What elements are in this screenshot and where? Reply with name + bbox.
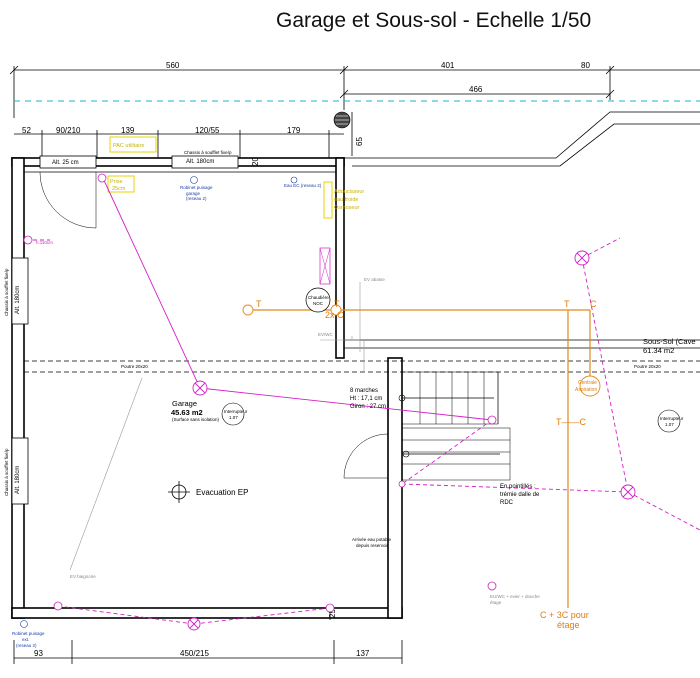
dim-90-210: 90/210	[56, 126, 81, 135]
c-label-1: C	[590, 299, 597, 309]
electrical-network	[23, 173, 700, 631]
aspiration-note-1: Arrivée eau potable	[352, 537, 392, 542]
window-left-lower	[11, 437, 29, 505]
c-3c-label: C + 3C pour	[540, 610, 589, 620]
prise-label: Prise	[110, 179, 123, 185]
dim-120-55: 120/55	[195, 126, 220, 135]
chassis-left-b: Chassis à soufflet fixe/p	[4, 448, 9, 496]
evacuation-label: Evacuation EP	[196, 488, 248, 497]
tc-label: 2x C	[325, 310, 344, 320]
switch-cave-icon	[657, 409, 681, 433]
garage-door-top	[39, 171, 97, 229]
switch-garage-icon	[221, 402, 245, 426]
robinet-garage-3: (reseau 2)	[186, 196, 207, 201]
dim-80: 80	[581, 61, 590, 70]
robinet-garage-2: garage	[186, 191, 201, 196]
t-label-3: T	[564, 299, 570, 309]
adoucisseur-3: Osmoseur	[334, 205, 360, 211]
ev-note: EV abatse	[364, 277, 385, 282]
t-c-label: T——C	[556, 417, 586, 427]
ev-wc-douche-1: EU/WC + evier + douche	[490, 594, 540, 599]
dim-137: 137	[356, 649, 370, 658]
prise-box	[107, 175, 135, 193]
inner-dimension-466: 466	[339, 85, 615, 99]
plan-title: Garage et Sous-sol - Echelle 1/50	[276, 9, 591, 32]
prise-label-2: 25cm	[112, 186, 126, 192]
pac-label: PAC utilitaire	[113, 143, 144, 149]
dim-450-215: 450/215	[180, 649, 209, 658]
ev-gaine: EV baignoire	[70, 574, 96, 579]
pointilles-3: RDC	[500, 500, 514, 506]
garage-area: 45.63 m2	[171, 408, 203, 417]
segment-dimension-row: 52 90/210 139 120/55 179	[14, 126, 344, 160]
alt-180-left-b: Alt. 180cm	[15, 466, 21, 494]
alt-25-label: Alt. 25 cm	[52, 160, 79, 166]
robinet-ext-2: ext.	[22, 637, 29, 642]
chaudiere-2: NOC	[313, 301, 324, 306]
chassis-top-label: Chassis à soufflet fixe/p	[184, 150, 232, 155]
sous-sol-name: Sous-Sol (Cave	[643, 337, 696, 346]
tap-garage-icon	[190, 176, 198, 184]
dim-25: 25	[328, 609, 337, 618]
poutre-right: Poutre 20x20	[634, 364, 661, 369]
sous-sol-area: 61.34 m2	[643, 346, 674, 355]
dim-560: 560	[166, 61, 180, 70]
marches-3: Giron : 27 cm	[350, 404, 386, 410]
prise-garage: Interrupteur	[224, 409, 248, 414]
dim-52: 52	[22, 126, 31, 135]
marches-1: 8 marches	[350, 388, 378, 394]
ev-note-2: EV/WC	[318, 332, 334, 337]
robinet-ext-3: (reseau 2)	[16, 643, 37, 648]
tap-ec-icon	[290, 176, 298, 184]
boiler-icon	[305, 287, 331, 313]
window-left-upper	[11, 257, 29, 325]
robinet-garage-1: Robinet puisage	[180, 185, 213, 190]
heating-network	[242, 304, 601, 608]
pointilles-1: En pointillés :	[500, 484, 536, 490]
dim-65: 65	[355, 137, 364, 146]
alt-180-label: Alt. 180cm	[186, 159, 214, 165]
pac-box	[109, 136, 157, 153]
adoucisseur-box	[323, 181, 333, 219]
dim-179: 179	[287, 126, 301, 135]
marches-2: Ht : 17,1 cm	[350, 396, 382, 402]
chaudiere-1: Chaudière	[308, 295, 329, 300]
t-label-1: T	[256, 299, 262, 309]
bottom-dimension-row: 93 450/215 137	[13, 640, 403, 664]
staircase	[398, 371, 511, 481]
adoucisseur-2: eau froide	[334, 197, 358, 203]
prise-cave: Interrupteur	[660, 416, 684, 421]
top-dimension-row: 560 401 80	[9, 61, 700, 118]
central-asp-1: Centrale	[578, 380, 597, 386]
prise-garage-2: 1.07	[229, 415, 238, 420]
eau-ec-label: Eau EC (reseau 2)	[284, 183, 322, 188]
dim-466: 466	[469, 85, 483, 94]
poutre-left: Poutre 20x20	[121, 364, 148, 369]
garage-name: Garage	[172, 399, 197, 408]
window-top-left	[39, 155, 97, 169]
t-label-2: T	[334, 299, 340, 309]
door-stairs	[343, 433, 389, 479]
h110-label: h.110cm	[36, 240, 53, 245]
pointilles-2: trémie dalle de	[500, 492, 540, 498]
dim-93: 93	[34, 649, 43, 658]
robinet-ext-1: Robinet puisage	[12, 631, 45, 636]
cellar-walls	[343, 111, 700, 358]
tap-ext-icon	[20, 620, 28, 628]
alt-180-left-a: Alt. 180cm	[15, 286, 21, 314]
dim-20: 20	[251, 157, 260, 166]
chassis-left-a: Chassis à soufflet fixe/p	[4, 268, 9, 316]
aspiration-note-2: depuis reservoir	[356, 543, 389, 548]
window-top-center	[171, 155, 239, 169]
etage-label: étage	[557, 620, 580, 630]
ev-wc-douche-2: étage	[490, 600, 502, 605]
drain-lines	[69, 282, 365, 571]
prise-cave-2: 1.07	[665, 422, 674, 427]
central-asp-2: Aspiration	[575, 387, 597, 393]
dim-139: 139	[121, 126, 135, 135]
garage-note: (Surface sans isolation)	[172, 417, 220, 422]
dim-401: 401	[441, 61, 455, 70]
adoucisseur-1: Adoucisseur	[334, 189, 364, 195]
